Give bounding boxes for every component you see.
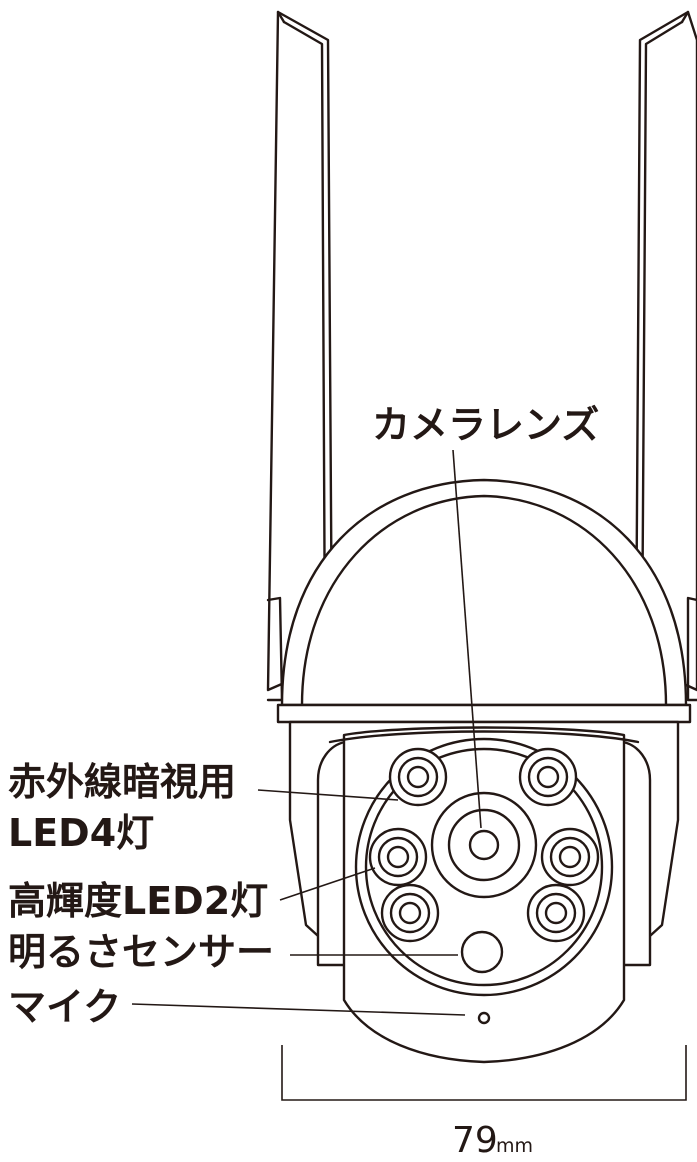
ir-led-4 (526, 883, 586, 943)
dimension-bracket (281, 1045, 687, 1101)
ir-led-2 (518, 747, 578, 807)
label-light-sensor: 明るさセンサー (8, 930, 274, 974)
leader-bright-led (279, 867, 376, 901)
label-microphone: マイク (8, 985, 121, 1029)
bright-led-2 (540, 827, 600, 887)
leader-camera-lens (452, 449, 482, 829)
dimension-value: 79 (452, 1120, 498, 1161)
label-ir-led-line2: LED4灯 (8, 811, 154, 855)
leader-ir-led (257, 789, 399, 801)
camera-lens (430, 791, 538, 899)
bright-led-1 (368, 827, 428, 887)
label-bright-led: 高輝度LED2灯 (8, 879, 268, 923)
label-camera-lens: カメラレンズ (372, 403, 599, 447)
label-ir-led-line1: 赤外線暗視用 (8, 760, 236, 804)
ir-led-1 (388, 747, 448, 807)
dimension-unit: mm (496, 1135, 533, 1157)
light-sensor (460, 930, 504, 974)
microphone-hole (477, 1011, 491, 1025)
leader-microphone (131, 1003, 466, 1016)
right-antenna (634, 10, 697, 702)
camera-dome (276, 478, 692, 724)
ir-led-3 (380, 883, 440, 943)
